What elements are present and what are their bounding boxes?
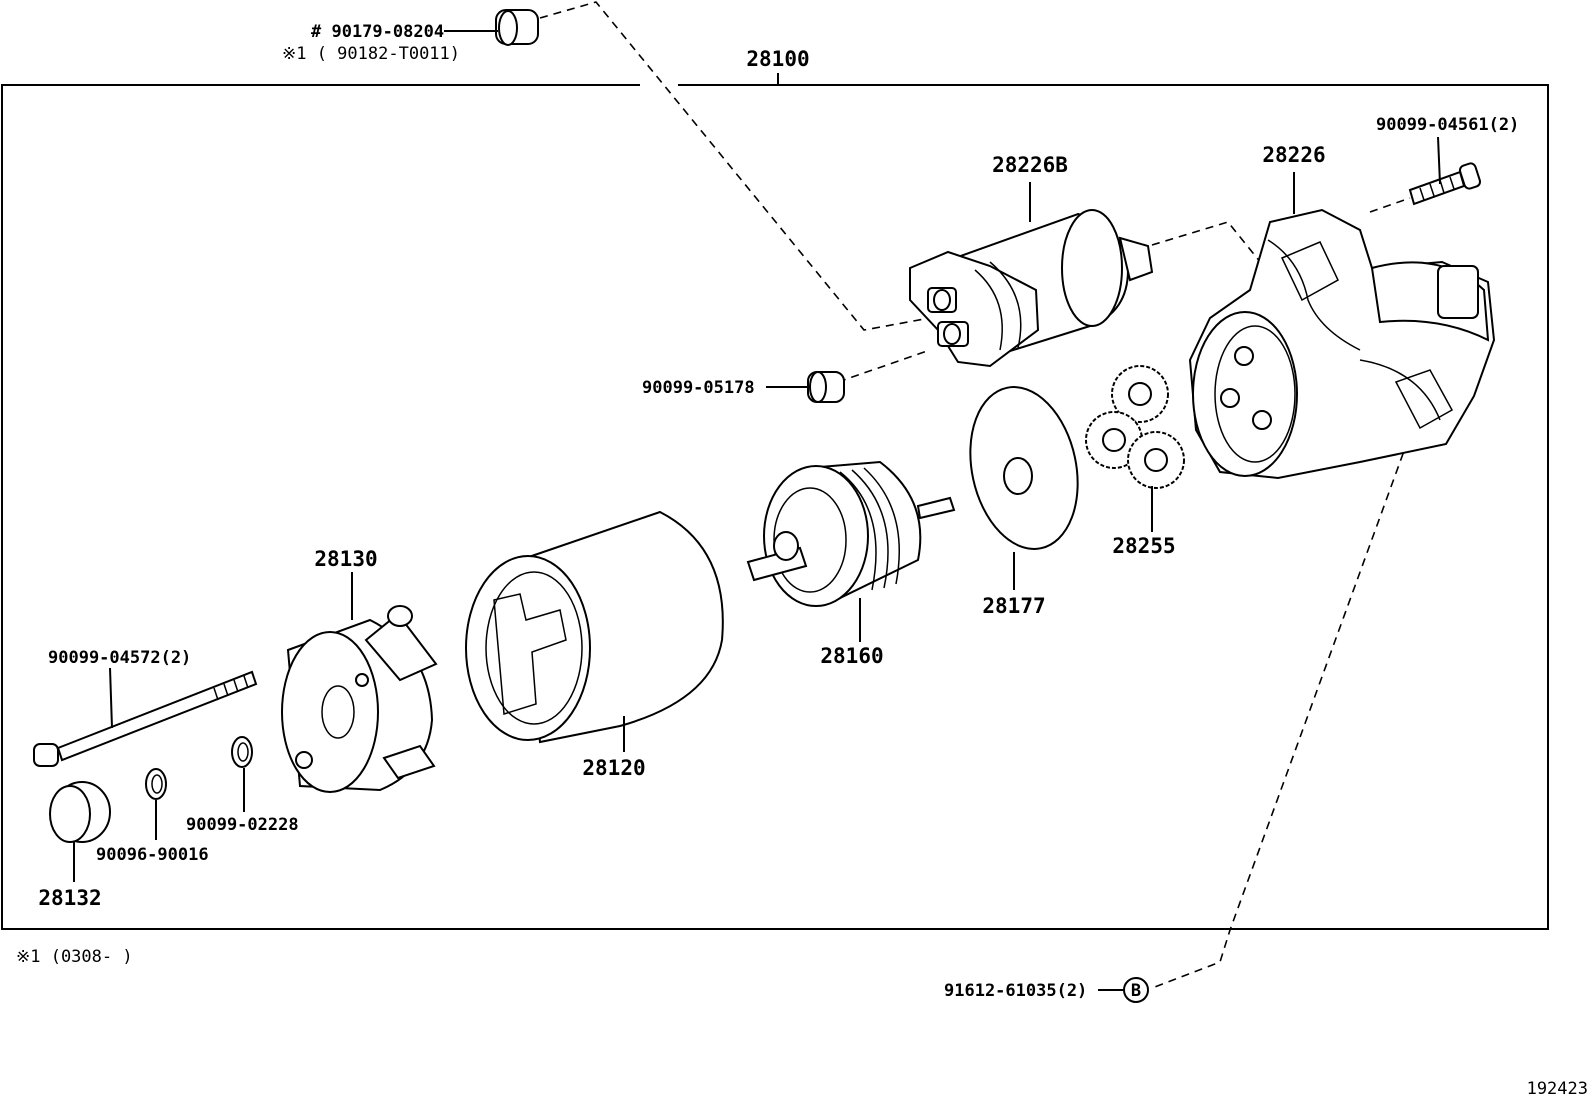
through-bolt-90099-04572[interactable] — [33, 667, 258, 767]
label-90179-08204[interactable]: # 90179-08204 — [311, 22, 444, 42]
assembly-frame: 28100 — [1, 47, 1549, 930]
label-90182-T0011[interactable]: ※1 ( 90182-T0011) — [282, 44, 460, 64]
label-28130[interactable]: 28130 — [314, 547, 377, 571]
planetary-gears-28255[interactable] — [1085, 365, 1185, 532]
label-90099-04561[interactable]: 90099-04561(2) — [1376, 115, 1519, 135]
nut-90099-05178[interactable] — [766, 371, 845, 403]
starter-housing-28226[interactable] — [1188, 172, 1496, 480]
armature-28160[interactable] — [746, 460, 956, 642]
label-28226B[interactable]: 28226B — [992, 153, 1068, 177]
nut-90179-08204[interactable] — [444, 9, 539, 46]
label-91612-61035[interactable]: 91612-61035(2) — [944, 981, 1087, 1001]
yoke-28120[interactable] — [465, 510, 724, 752]
plate-28177[interactable] — [956, 377, 1092, 590]
bolt-90099-04561[interactable] — [1408, 136, 1482, 206]
washer-90096-90016[interactable] — [145, 768, 167, 840]
assembly-number[interactable]: 28100 — [746, 47, 809, 71]
label-28255[interactable]: 28255 — [1112, 534, 1175, 558]
washer-90099-02228[interactable] — [231, 736, 253, 812]
label-90096-90016[interactable]: 90096-90016 — [96, 845, 209, 865]
footnote: ※1 (0308- ) — [16, 947, 133, 967]
cap-28132[interactable] — [49, 781, 111, 882]
label-90099-05178[interactable]: 90099-05178 — [642, 378, 755, 398]
magnetic-switch-28226B[interactable] — [909, 182, 1154, 368]
label-28120[interactable]: 28120 — [582, 756, 645, 780]
label-90099-02228[interactable]: 90099-02228 — [186, 815, 299, 835]
callout-b: B — [1131, 981, 1141, 1001]
figure-number: 192423 — [1527, 1079, 1588, 1099]
bolt-91612-61035[interactable]: B — [1098, 977, 1149, 1003]
dashed-leaders — [539, 1, 1411, 989]
label-28132[interactable]: 28132 — [38, 886, 101, 910]
end-frame-28130[interactable] — [281, 572, 438, 793]
label-90099-04572[interactable]: 90099-04572(2) — [48, 648, 191, 668]
label-28177[interactable]: 28177 — [982, 594, 1045, 618]
callout-b-circle — [1123, 977, 1149, 1003]
label-28226[interactable]: 28226 — [1262, 143, 1325, 167]
label-28160[interactable]: 28160 — [820, 644, 883, 668]
